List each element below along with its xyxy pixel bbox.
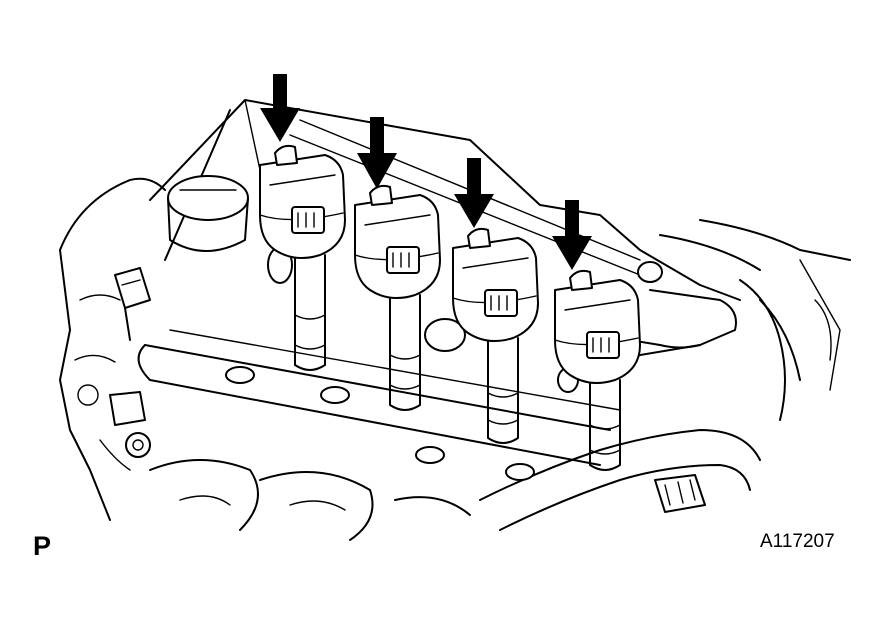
down-arrow-icon — [454, 158, 494, 228]
ignition-coil-4 — [554, 269, 641, 471]
down-arrow-icon — [552, 200, 592, 270]
down-arrow-icon — [260, 74, 300, 142]
ignition-coil-3 — [452, 227, 539, 444]
engine-background — [59, 99, 851, 541]
ignition-coil-1 — [259, 144, 346, 371]
view-code-label: P — [33, 531, 52, 561]
ignition-coil-2 — [354, 184, 441, 411]
figure-id-label: A117207 — [760, 531, 835, 552]
down-arrow-icon — [357, 117, 397, 189]
